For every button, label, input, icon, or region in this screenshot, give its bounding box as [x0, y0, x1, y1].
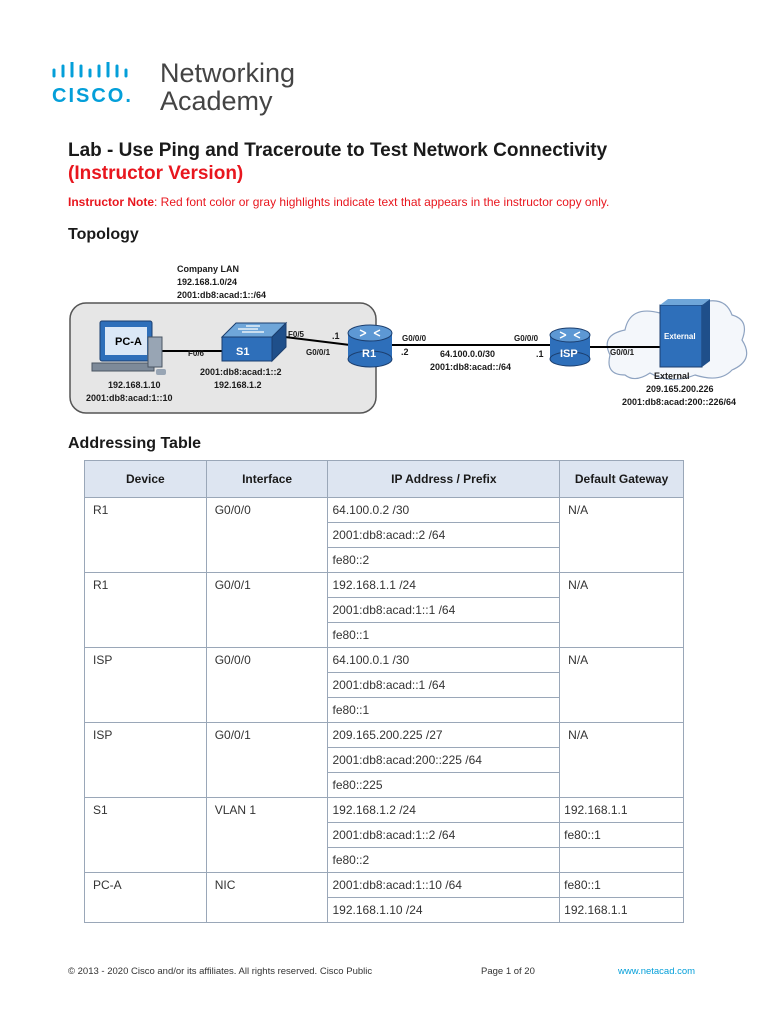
wan-ipv6: 2001:db8:acad::/64: [430, 362, 511, 372]
ip-cell: 2001:db8:acad::2 /64: [328, 523, 560, 548]
table-row: ISP G0/0/1 209.165.200.225 /27 2001:db8:…: [84, 722, 684, 798]
page-title: Lab - Use Ping and Traceroute to Test Ne…: [68, 140, 608, 161]
isp-wan-port: G0/0/0: [514, 334, 539, 343]
logo-cisco-text: CISCO.: [52, 85, 133, 107]
ip-cell: 2001:db8:acad:1::2 /64: [328, 823, 560, 848]
instructor-note: Instructor Note: Red font color or gray …: [68, 195, 609, 209]
pc-a-icon: [91, 320, 166, 375]
gateway-cell: N/A: [568, 728, 589, 742]
device-cell: PC-A: [93, 878, 122, 892]
pc-port: F0/6: [188, 349, 205, 358]
link-switch-r1: [284, 336, 351, 346]
r1-wan-port: G0/0/0: [402, 334, 427, 343]
ip-cell: fe80::2: [332, 553, 370, 567]
topology-heading: Topology: [68, 226, 139, 243]
gateway-cell: fe80::1: [560, 823, 683, 848]
switch-port: F0/5: [288, 330, 305, 339]
gateway-cell: fe80::1: [560, 873, 683, 898]
header-device: Device: [84, 460, 207, 498]
table-row: R1 G0/0/1 192.168.1.1 /24 2001:db8:acad:…: [84, 572, 684, 648]
router-isp-icon: [549, 327, 591, 367]
cisco-networking-academy-logo: CISCO. Networking Academy: [52, 58, 312, 118]
addressing-table-heading: Addressing Table: [68, 435, 202, 452]
footer-copyright: © 2013 - 2020 Cisco and/or its affiliate…: [68, 966, 373, 977]
ip-cell: 209.165.200.225 /27: [328, 723, 560, 748]
ip-cell: fe80::1: [332, 628, 370, 642]
lan-title: Company LAN: [177, 264, 239, 274]
page-subtitle: (Instructor Version): [68, 163, 244, 184]
r1-label: R1: [362, 348, 376, 360]
addressing-table: Device Interface IP Address / Prefix Def…: [84, 460, 684, 923]
pc-ipv4: 192.168.1.10: [108, 380, 161, 390]
gateway-cell-empty: [560, 848, 683, 872]
footer-page-number: Page 1 of 20: [481, 966, 535, 977]
instructor-note-text: : Red font color or gray highlights indi…: [154, 195, 610, 209]
logo-networking-text: Networking: [160, 58, 296, 88]
interface-cell: G0/0/0: [214, 503, 251, 517]
gateway-cell: 192.168.1.1: [564, 903, 628, 917]
ip-cell: fe80::2: [332, 853, 370, 867]
table-row: S1 VLAN 1 192.168.1.2 /24 2001:db8:acad:…: [84, 797, 684, 873]
ip-cell: fe80::225: [332, 778, 383, 792]
switch-ipv4: 192.168.1.2: [214, 380, 262, 390]
ip-cell: 64.100.0.1 /30: [328, 648, 560, 673]
pc-ipv6: 2001:db8:acad:1::10: [86, 393, 173, 403]
server-label: External: [664, 332, 696, 341]
instructor-note-label: Instructor Note: [68, 195, 155, 209]
ip-cell: 2001:db8:acad::1 /64: [328, 673, 560, 698]
router-r1-icon: [347, 324, 393, 368]
table-row: ISP G0/0/0 64.100.0.1 /30 2001:db8:acad:…: [84, 647, 684, 723]
ip-cell: 2001:db8:acad:1::10 /64: [328, 873, 560, 898]
lan-ipv6: 2001:db8:acad:1::/64: [177, 290, 266, 300]
switch-s1-icon: [220, 321, 288, 363]
header-ip: IP Address / Prefix: [327, 460, 561, 498]
isp-host: .1: [536, 349, 544, 359]
header-gateway: Default Gateway: [559, 460, 684, 498]
gateway-cell: 192.168.1.1: [560, 798, 683, 823]
interface-cell: NIC: [214, 878, 236, 892]
ip-cell: 192.168.1.1 /24: [328, 573, 560, 598]
r1-lan-port: G0/0/1: [306, 348, 331, 357]
gateway-cell: N/A: [568, 578, 589, 592]
device-cell: ISP: [93, 728, 113, 742]
ext-ipv6: 2001:db8:acad:200::226/64: [622, 397, 736, 407]
switch-label: S1: [236, 346, 249, 358]
r1-lan-host: .1: [332, 331, 340, 341]
table-row: PC-A NIC 2001:db8:acad:1::10 /64 192.168…: [84, 872, 684, 923]
isp-ext-port: G0/0/1: [610, 348, 635, 357]
interface-cell: G0/0/1: [214, 578, 251, 592]
ip-cell: 192.168.1.2 /24: [328, 798, 560, 823]
gateway-cell: N/A: [568, 503, 589, 517]
gateway-cell: N/A: [568, 653, 589, 667]
ip-cell: fe80::1: [332, 703, 370, 717]
external-server-icon: [659, 299, 710, 368]
ip-cell: 2001:db8:acad:1::1 /64: [328, 598, 560, 623]
device-cell: R1: [93, 578, 109, 592]
wan-ipv4: 64.100.0.0/30: [440, 349, 495, 359]
cisco-bars-icon: [52, 62, 128, 78]
switch-ipv6: 2001:db8:acad:1::2: [200, 367, 282, 377]
interface-cell: VLAN 1: [214, 803, 257, 817]
r1-wan-host: .2: [401, 347, 409, 357]
table-row: R1 G0/0/0 64.100.0.2 /30 2001:db8:acad::…: [84, 497, 684, 573]
topology-diagram: Company LAN 192.168.1.0/24 2001:db8:acad…: [69, 264, 748, 414]
interface-cell: G0/0/0: [214, 653, 251, 667]
device-cell: R1: [93, 503, 109, 517]
ip-cell: 64.100.0.2 /30: [328, 498, 560, 523]
table-header-row: Device Interface IP Address / Prefix Def…: [84, 460, 684, 498]
ip-cell: 192.168.1.10 /24: [332, 903, 423, 917]
interface-cell: G0/0/1: [214, 728, 251, 742]
ip-cell: 2001:db8:acad:200::225 /64: [328, 748, 560, 773]
ext-label: External: [654, 371, 690, 381]
isp-label: ISP: [560, 348, 578, 360]
header-interface: Interface: [205, 460, 329, 498]
logo-academy-text: Academy: [160, 86, 273, 116]
ext-ipv4: 209.165.200.226: [646, 384, 714, 394]
lan-ipv4: 192.168.1.0/24: [177, 277, 237, 287]
device-cell: S1: [93, 803, 108, 817]
footer-url-link[interactable]: www.netacad.com: [618, 966, 696, 977]
pc-label: PC-A: [115, 336, 142, 348]
device-cell: ISP: [93, 653, 113, 667]
